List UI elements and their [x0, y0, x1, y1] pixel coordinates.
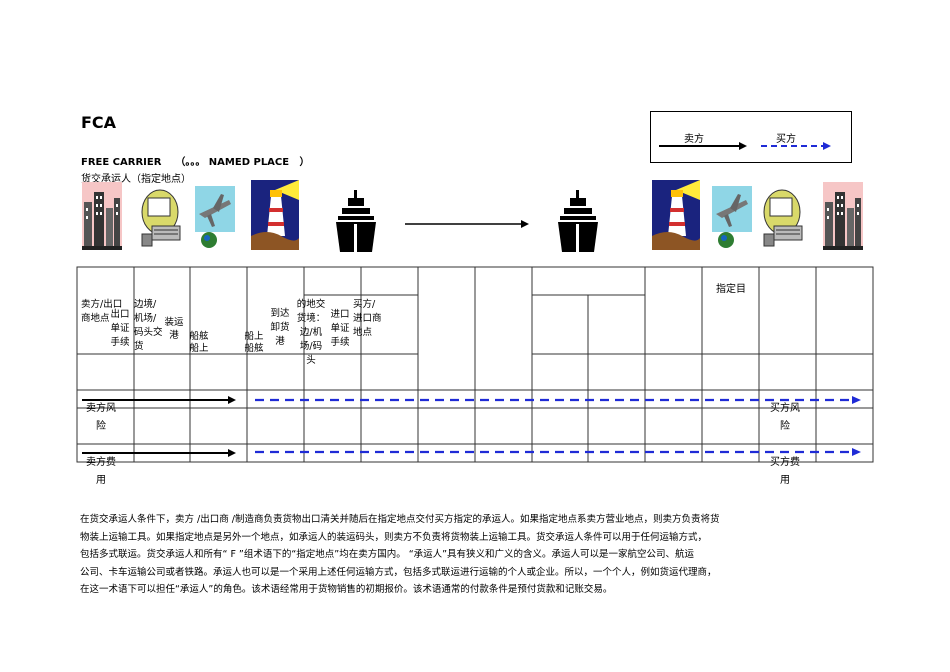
- seller-risk-arrowhead: [228, 396, 236, 404]
- stage-buyer-location: 买方/进口商地点: [353, 299, 382, 338]
- ship-icon: [336, 190, 376, 252]
- buyer-risk-label: 买方风险: [770, 403, 800, 432]
- term-subtitle: FREE CARRIER （。。。 NAMED PLACE ）: [81, 157, 310, 168]
- buyer-cost-arrowhead: [852, 448, 861, 456]
- seller-cost-label: 卖方费用: [86, 457, 116, 486]
- page-title: FCA: [81, 113, 117, 132]
- paragraph-line: 在这一术语下可以担任“承运人”的角色。该术语经常用于货物销售的初期报价。该术语通…: [80, 584, 613, 595]
- description-paragraph: 在货交承运人条件下，卖方 /出口商 /制造商负责货物出口清关并随后在指定地点交付…: [80, 511, 810, 599]
- stage-seller-location: 卖方/出口商地点: [81, 299, 123, 324]
- lighthouse-icon: [251, 180, 299, 250]
- stage-export-clearance: 出口单证手续: [110, 309, 130, 348]
- airplane-icon: [712, 186, 752, 248]
- seller-cost-arrowhead: [228, 449, 236, 457]
- factory-icon: [82, 182, 122, 250]
- legend-buyer-label: 买方: [776, 134, 796, 145]
- legend-seller-arrowhead: [739, 142, 747, 150]
- stage-ship-rail-loading: 船舷船上: [189, 331, 209, 354]
- factory-icon: [823, 182, 863, 250]
- transit-arrow-icon: [405, 220, 529, 228]
- stage-destination-border: 的地交货境：边/机场/码头: [296, 299, 326, 366]
- lighthouse-icon: [652, 180, 700, 250]
- paragraph-line: 物装上运输工具。如果指定地点是另外一个地点，如承运人的装运码头，则卖方不负责将货…: [80, 531, 708, 543]
- legend-buyer-arrowhead: [823, 142, 831, 150]
- stage-import-clearance: 进口单证手续: [330, 309, 350, 348]
- legend: 卖方 买方: [650, 111, 852, 163]
- paragraph-line: 包括多式联运。货交承运人和所有“ F ”组术语下的“指定地点”均在卖方国内。 “…: [80, 549, 695, 560]
- legend-arrows: [659, 142, 831, 150]
- stage-named-destination: 指定目: [716, 284, 746, 295]
- paragraph-line: 公司、卡车运输公司或者铁路。承运人也可以是一个采用上述任何运输方式，包括多式联运…: [80, 566, 717, 578]
- computer-icon: [141, 189, 181, 247]
- airplane-icon: [195, 186, 235, 248]
- buyer-cost-label: 买方费用: [770, 457, 800, 486]
- buyer-risk-arrowhead: [852, 396, 861, 404]
- stage-port-of-shipment: 装运港: [164, 317, 184, 341]
- stage-ship-rail-unloading: 船上船舷: [244, 331, 264, 354]
- seller-risk-label: 卖方风险: [86, 403, 116, 432]
- legend-seller-label: 卖方: [684, 134, 704, 145]
- paragraph-line: 在货交承运人条件下，卖方 /出口商 /制造商负责货物出口清关并随后在指定地点交付…: [80, 514, 720, 525]
- ship-icon: [558, 190, 598, 252]
- term-subtitle-cn: 货交承运人（指定地点）: [81, 174, 191, 185]
- computer-icon: [763, 189, 803, 247]
- stage-port-of-discharge: 到达卸货港: [270, 308, 290, 347]
- stage-border-delivery: 边境/机场/码头交货: [134, 299, 163, 352]
